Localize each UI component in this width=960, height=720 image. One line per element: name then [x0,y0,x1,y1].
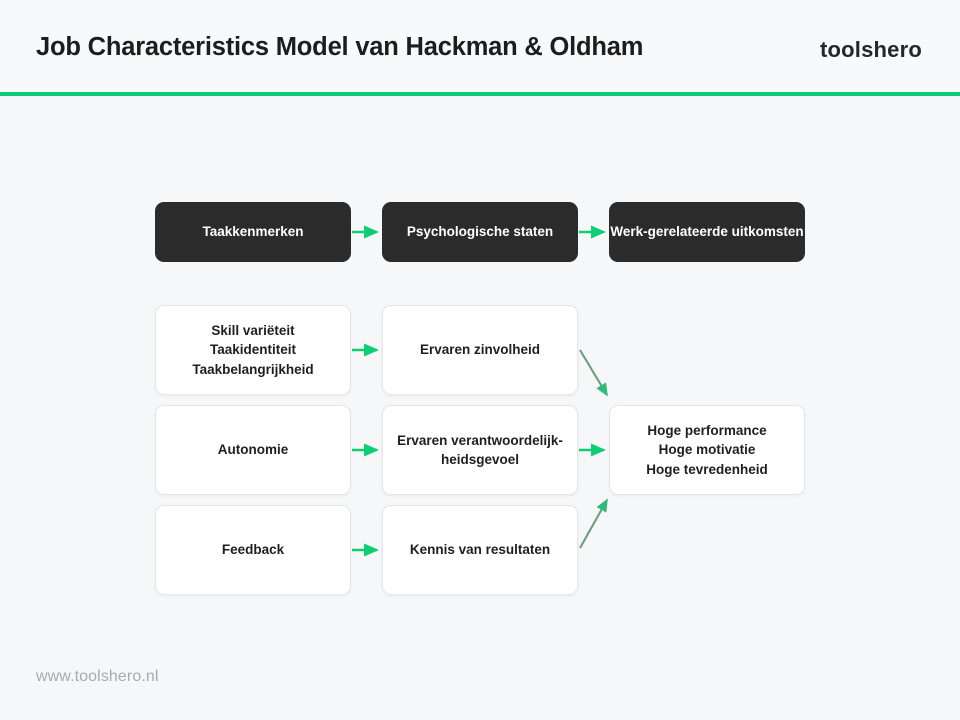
page-header: Job Characteristics Model van Hackman & … [0,0,960,96]
node-feedback[interactable]: Feedback [155,505,351,595]
job-characteristics-diagram: Taakkenmerken Psychologische staten Werk… [0,96,960,656]
node-kennis-van-resultaten[interactable]: Kennis van resultaten [382,505,578,595]
brand-logo: toolshero [819,37,922,62]
node-ervaren-zinvolheid[interactable]: Ervaren zinvolheid [382,305,578,395]
footer-url: www.toolshero.nl [36,668,159,685]
header-node-psychologische-staten[interactable]: Psychologische staten [382,202,578,262]
page-title: Job Characteristics Model van Hackman & … [36,33,644,61]
arrow-row3-middle-to-outcome [579,498,608,549]
node-autonomie[interactable]: Autonomie [155,405,351,495]
node-ervaren-verantwoordelijkheidsgevoel[interactable]: Ervaren verantwoordelijk-heidsgevoel [382,405,578,495]
header-node-taakkenmerken[interactable]: Taakkenmerken [155,202,351,262]
header-node-werk-gerelateerde-uitkomsten[interactable]: Werk-gerelateerde uitkomsten [609,202,805,262]
arrow-row1-middle-to-outcome [579,349,608,397]
